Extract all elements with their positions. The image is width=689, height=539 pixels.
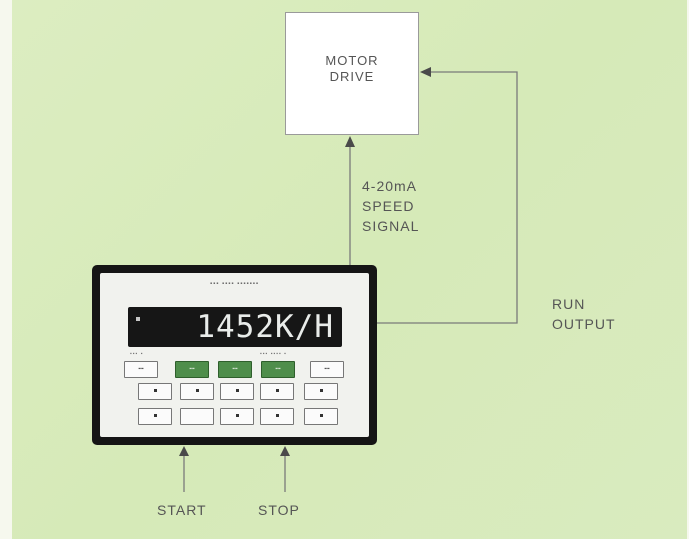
keypad-key-r3-1[interactable] [138,408,172,425]
controller-display: 1452K/H [128,307,342,347]
speed-signal-line2: SPEED [362,198,415,214]
run-output-line2: OUTPUT [552,316,616,332]
legend-right: ▪▪▪ ▪▪▪▪ ▪ [260,351,287,357]
run-output-arrowhead [420,67,431,77]
keypad-key-r3-5[interactable] [304,408,338,425]
keypad-key-r2-4[interactable] [260,383,294,400]
stop-label: STOP [258,502,300,518]
keypad-key-menu[interactable]: ▪▪▪ [124,361,158,378]
keypad-key-right[interactable]: ▪▪▪ [310,361,344,378]
motor-drive-label: MOTOR DRIVE [286,53,418,85]
brand-strip: ▪▪▪ ▪▪▪▪ ▪▪▪▪▪▪▪ [209,281,260,287]
speed-signal-line3: SIGNAL [362,218,420,234]
legend-left: ▪▪▪ ▪ [130,351,144,357]
display-indicator [136,317,140,321]
start-arrowhead [179,446,189,456]
keypad-key-r2-1[interactable] [138,383,172,400]
keypad-key-green-2[interactable]: ▪▪▪ [218,361,252,378]
speed-signal-line1: 4-20mA [362,178,418,194]
controller-faceplate: ▪▪▪ ▪▪▪▪ ▪▪▪▪▪▪▪ 1452K/H ▪▪▪ ▪ ▪▪▪ ▪▪▪▪ … [100,273,369,437]
motor-drive-label-line2: DRIVE [329,69,375,84]
keypad-key-stop[interactable]: ▪▪▪ [261,361,295,378]
speed-signal-arrowhead [345,136,355,147]
run-output-line [377,71,518,324]
keypad-key-r3-2[interactable] [180,408,214,425]
run-output-label: RUN OUTPUT [552,294,616,334]
controller-unit: ▪▪▪ ▪▪▪▪ ▪▪▪▪▪▪▪ 1452K/H ▪▪▪ ▪ ▪▪▪ ▪▪▪▪ … [92,265,377,445]
keypad-key-r3-4[interactable] [260,408,294,425]
run-output-line1: RUN [552,296,586,312]
keypad-key-r3-3[interactable] [220,408,254,425]
keypad-key-r2-2[interactable] [180,383,214,400]
motor-drive-label-line1: MOTOR [325,53,379,68]
keypad-key-r2-5[interactable] [304,383,338,400]
speed-signal-label: 4-20mA SPEED SIGNAL [362,176,419,236]
display-readout: 1452K/H [196,309,334,345]
motor-drive-box: MOTOR DRIVE [285,12,419,135]
start-label: START [157,502,207,518]
stop-arrowhead [280,446,290,456]
keypad-key-start[interactable]: ▪▪▪ [175,361,209,378]
keypad-key-r2-3[interactable] [220,383,254,400]
